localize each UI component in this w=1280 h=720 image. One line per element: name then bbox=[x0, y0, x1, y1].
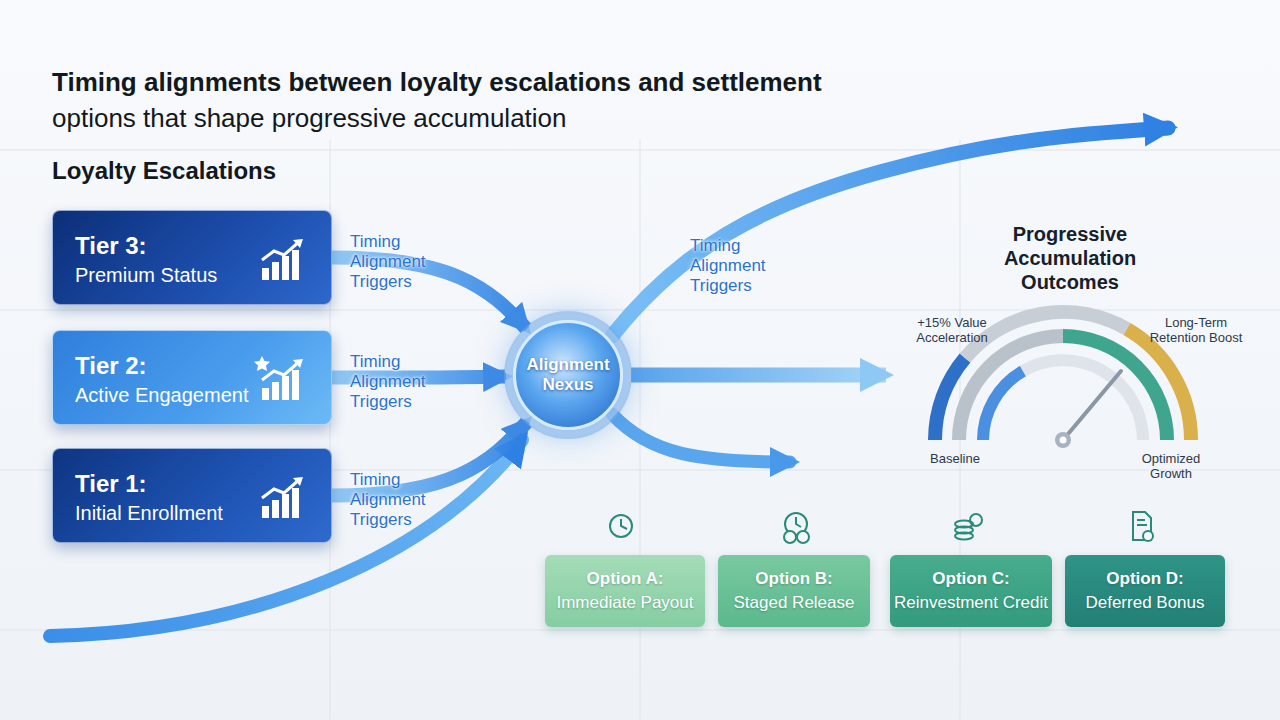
gauge-label: Long-Term Retention Boost bbox=[1146, 315, 1246, 345]
option-icons bbox=[610, 512, 1153, 543]
star-icon bbox=[254, 356, 270, 371]
growth-icon bbox=[262, 359, 303, 400]
tier-body: Active Engagement bbox=[75, 382, 331, 408]
connector-label: Timing Alignment Triggers bbox=[350, 470, 438, 530]
section-heading: Loyalty Escalations bbox=[52, 156, 452, 186]
flow-connector bbox=[631, 368, 886, 383]
growth-icon bbox=[262, 239, 303, 280]
gauge-label: +15% Value Acceleration bbox=[902, 315, 1002, 345]
tier-heading: Tier 2: bbox=[75, 352, 331, 380]
tier-heading: Tier 1: bbox=[75, 470, 331, 498]
tier-box: Tier 2:Active Engagement bbox=[52, 330, 332, 425]
flow-arrow bbox=[612, 128, 1168, 336]
nexus-text: Alignment Nexus bbox=[522, 355, 614, 395]
option-body: Staged Release bbox=[734, 592, 855, 614]
tier-body: Premium Status bbox=[75, 262, 331, 288]
tier-box: Tier 3:Premium Status bbox=[52, 210, 332, 305]
connector-label: Timing Alignment Triggers bbox=[350, 352, 438, 412]
outcome-gauge: Progressive Accumulation Outcomes +15% Va… bbox=[890, 220, 1250, 490]
tier-heading: Tier 3: bbox=[75, 232, 331, 260]
option-body: Reinvestment Credit bbox=[894, 592, 1048, 614]
diagram-title: Timing alignments between loyalty escala… bbox=[52, 64, 862, 136]
gauge-label: Baseline bbox=[923, 451, 987, 466]
option-box: Option B:Staged Release bbox=[718, 555, 870, 627]
option-box: Option A:Immediate Payout bbox=[545, 555, 705, 627]
growth-icon bbox=[262, 477, 303, 518]
tier-body: Initial Enrollment bbox=[75, 500, 331, 526]
option-heading: Option A: bbox=[587, 568, 664, 590]
option-box: Option C:Reinvestment Credit bbox=[890, 555, 1052, 627]
option-box: Option D:Deferred Bonus bbox=[1065, 555, 1225, 627]
option-heading: Option D: bbox=[1106, 568, 1183, 590]
grid-lines bbox=[0, 140, 1280, 720]
option-body: Immediate Payout bbox=[556, 592, 693, 614]
flow-arrow bbox=[50, 440, 522, 636]
option-heading: Option B: bbox=[755, 568, 832, 590]
option-heading: Option C: bbox=[932, 568, 1009, 590]
tier-box: Tier 1:Initial Enrollment bbox=[52, 448, 332, 543]
outcome-heading: Progressive Accumulation Outcomes bbox=[973, 222, 1167, 294]
flow-arrow bbox=[612, 414, 790, 462]
option-body: Deferred Bonus bbox=[1085, 592, 1204, 614]
trigger-label: Timing Alignment Triggers bbox=[690, 236, 778, 296]
gauge-label: Optimized Growth bbox=[1128, 451, 1214, 481]
nexus-circle: Alignment Nexus bbox=[513, 320, 623, 430]
connector-label: Timing Alignment Triggers bbox=[350, 232, 438, 292]
